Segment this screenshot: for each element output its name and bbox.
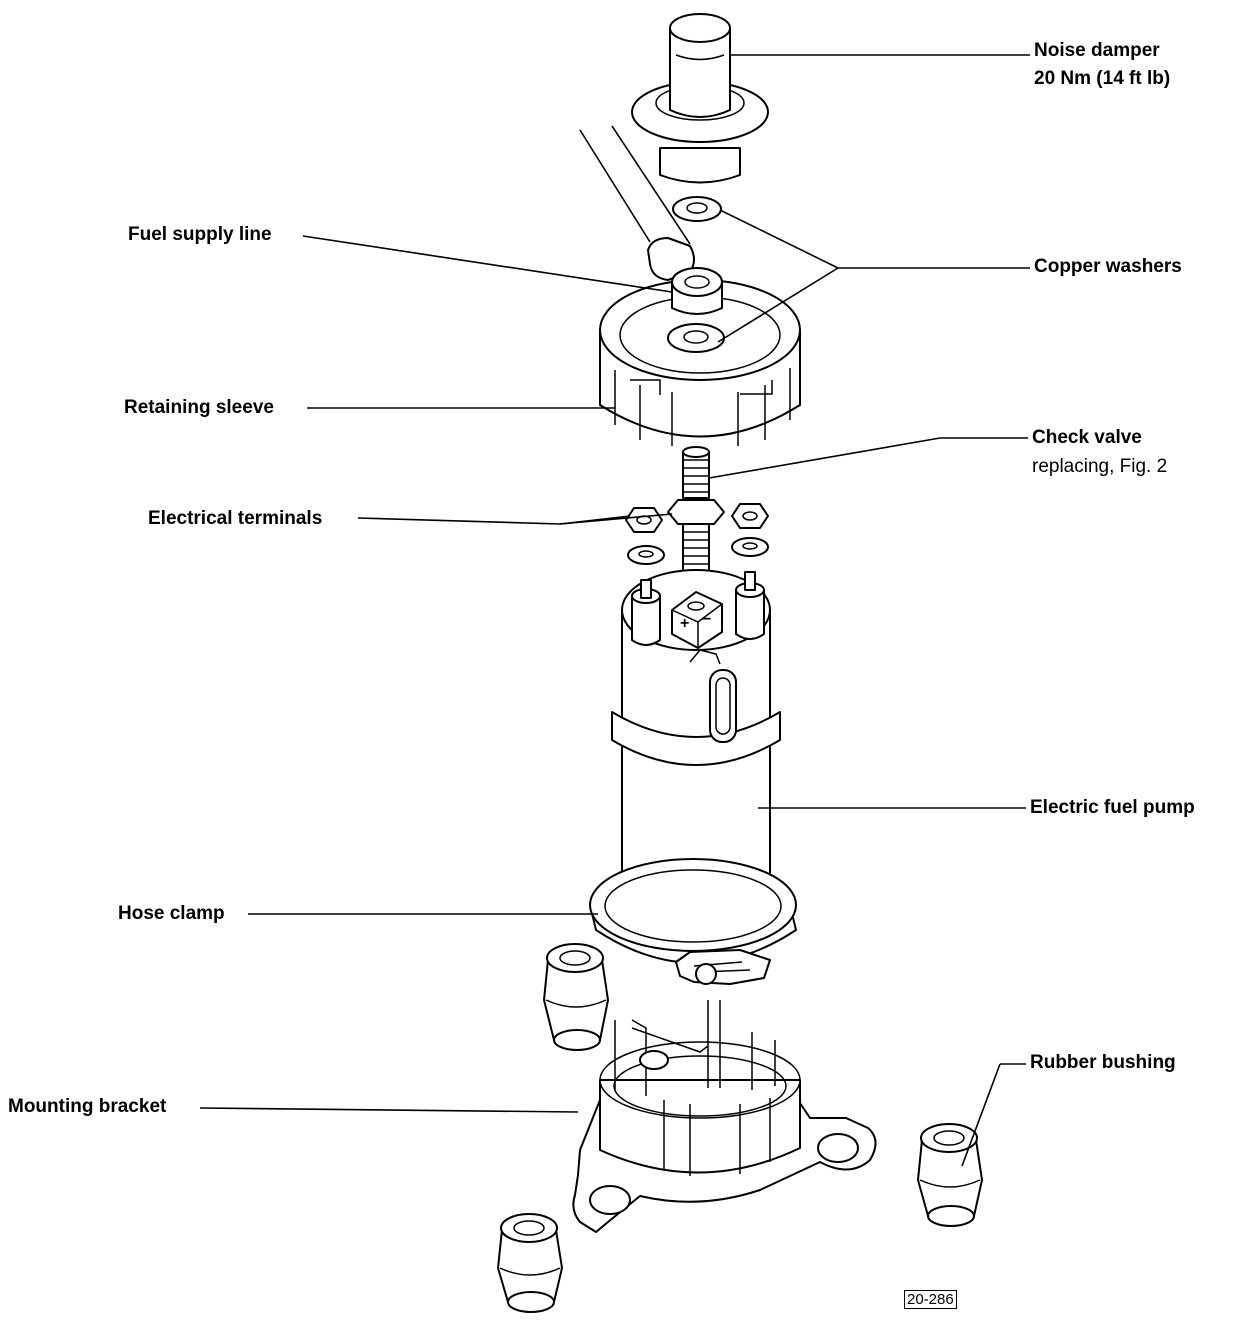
terminal-minus-mark: − xyxy=(702,611,711,628)
label-noise-damper-torque: 20 Nm (14 ft lb) xyxy=(1034,68,1171,89)
label-rubber-bushing: Rubber bushing xyxy=(1030,1052,1176,1073)
figure-number: 20-286 xyxy=(904,1290,957,1309)
label-hose-clamp: Hose clamp xyxy=(118,903,225,924)
rubber-bushing-left-top xyxy=(543,943,609,1051)
label-fuel-supply-line: Fuel supply line xyxy=(128,224,272,245)
terminal-plus-mark: + xyxy=(680,615,689,632)
terminal-hardware xyxy=(625,503,769,565)
label-check-valve-note: replacing, Fig. 2 xyxy=(1032,456,1168,477)
label-mounting-bracket: Mounting bracket xyxy=(8,1096,167,1117)
hose-clamp-part xyxy=(589,858,797,985)
label-check-valve: Check valve xyxy=(1032,427,1142,448)
check-valve-part xyxy=(667,446,725,577)
leader-lines xyxy=(199,54,1030,1167)
mounting-bracket-part xyxy=(572,1000,877,1233)
retaining-sleeve-part xyxy=(599,267,801,446)
label-electrical-terminals: Electrical terminals xyxy=(148,508,323,529)
rubber-bushing-right xyxy=(917,1123,983,1227)
copper-washer-lower xyxy=(667,323,725,353)
noise-damper-part xyxy=(631,13,769,184)
label-noise-damper: Noise damper xyxy=(1034,40,1160,61)
electric-fuel-pump-part xyxy=(611,569,781,921)
label-electric-fuel-pump: Electric fuel pump xyxy=(1030,797,1195,818)
rubber-bushing-left-bottom xyxy=(497,1213,563,1313)
copper-washer-upper xyxy=(672,196,722,222)
label-retaining-sleeve: Retaining sleeve xyxy=(124,397,274,418)
label-copper-washers: Copper washers xyxy=(1034,256,1182,277)
